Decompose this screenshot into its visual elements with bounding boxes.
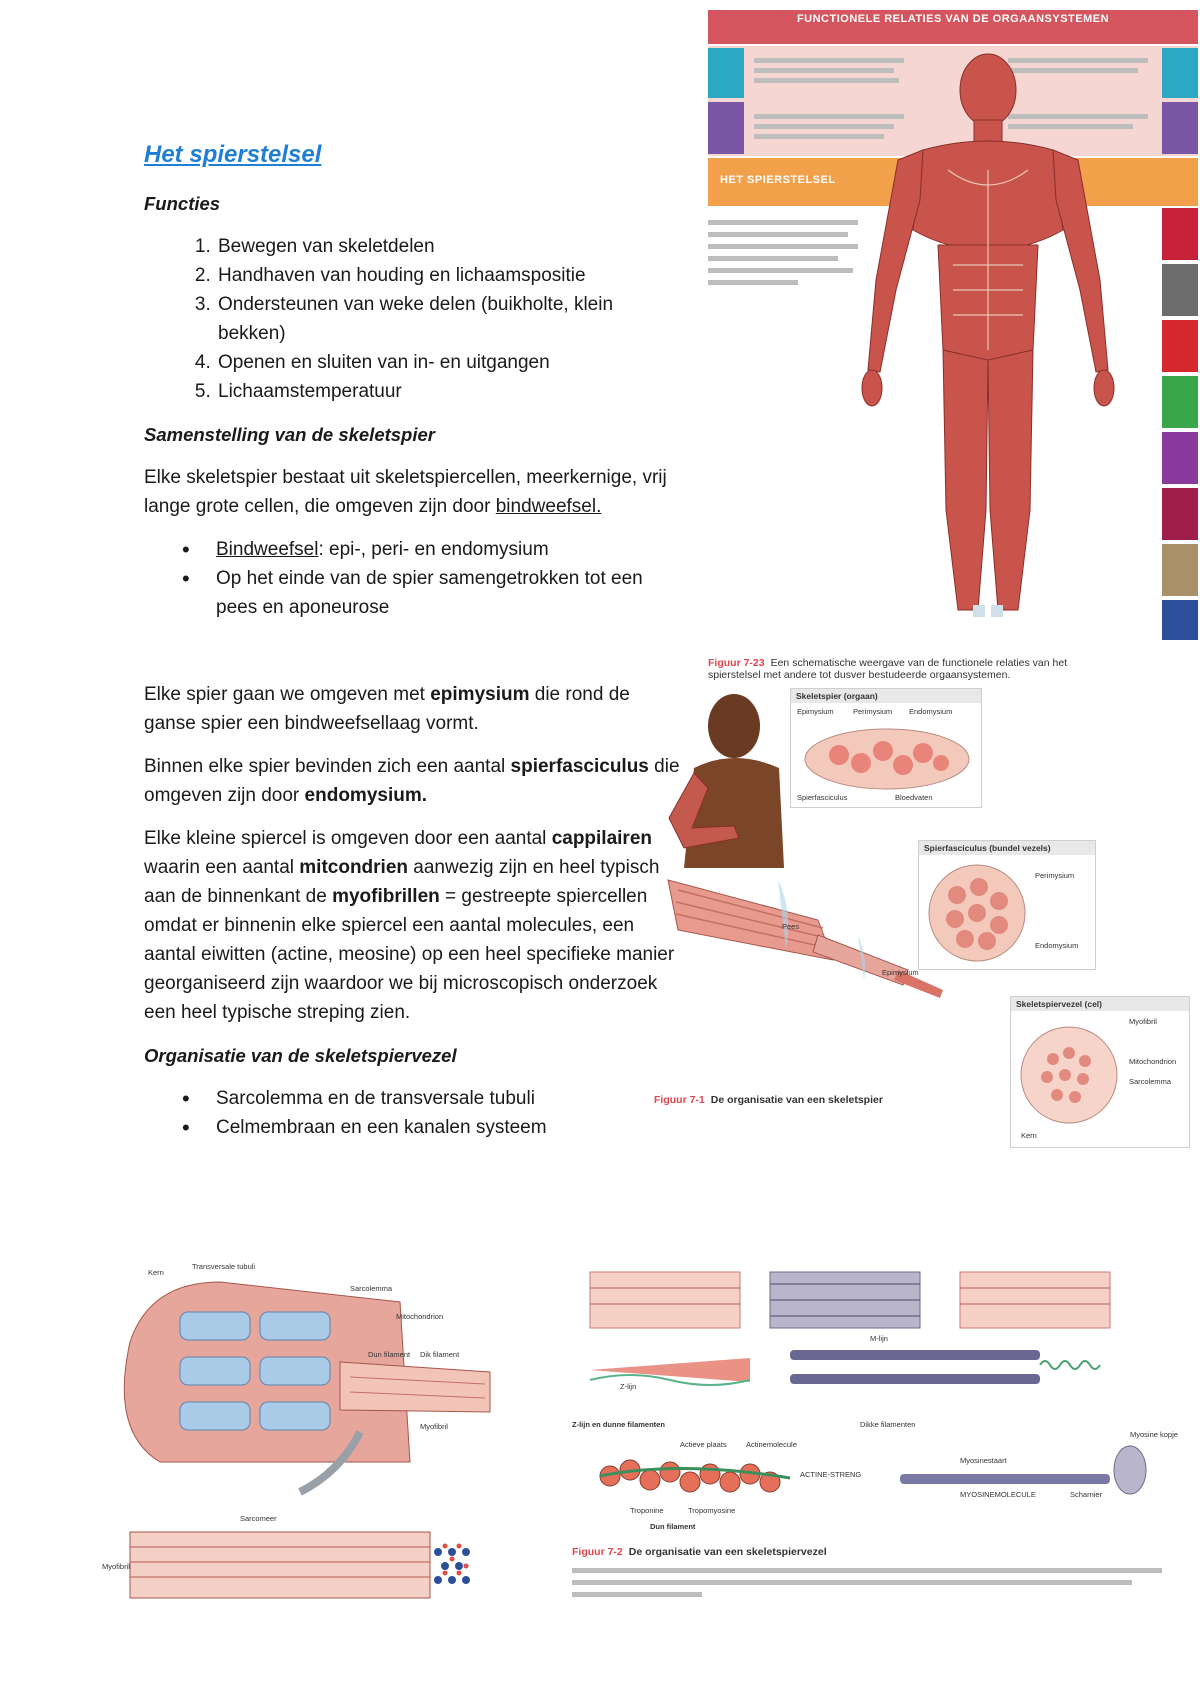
label-myosine-kopje: Myosine kopje [1130, 1430, 1178, 1439]
label-myofibril: Myofibril [1129, 1017, 1157, 1026]
system-tab [1162, 376, 1198, 428]
label-myofibril-2: Myofibril [102, 1562, 130, 1571]
list-item: Ondersteunen van weke delen (buikholte, … [216, 290, 684, 348]
system-tab [708, 48, 744, 98]
label-sarcomeer: Sarcomeer [240, 1514, 277, 1523]
system-tab [708, 102, 744, 154]
list-item: Sarcolemma en de transversale tubuli [182, 1084, 684, 1113]
label-mitochondrion: Mitochondrion [1129, 1057, 1177, 1066]
muscle-fascicle-illustration [667, 879, 943, 998]
label-epimysium: Epimysium [797, 707, 834, 716]
system-tab [1162, 432, 1198, 484]
figure-muscle-fiber-structure: Sarcolemma Mitochondrion Dik filament Du… [100, 1262, 530, 1682]
page-title[interactable]: Het spierstelsel [144, 141, 322, 168]
label-z-lijn: Z-lijn [620, 1382, 637, 1391]
label-m-lijn: M-lijn [870, 1334, 888, 1343]
panel-fascicle: Spierfasciculus (bundel vezels) Perimysi… [918, 840, 1096, 970]
system-tab [1162, 544, 1198, 596]
list-item: Bewegen van skeletdelen [216, 232, 684, 261]
bindweefsel-link[interactable]: bindweefsel. [495, 496, 602, 517]
system-tab [1162, 320, 1198, 372]
system-tab [1162, 264, 1198, 316]
label-troponine: Troponine [630, 1506, 664, 1515]
label-tropomyosine: Tropomyosine [688, 1506, 736, 1515]
label-kern: Kern [1021, 1131, 1037, 1140]
heading-functies: Functies [144, 193, 221, 214]
functies-list: Bewegen van skeletdelen Handhaven van ho… [144, 232, 684, 406]
system-tab [1162, 208, 1198, 260]
paragraph-fasciculus: Binnen elke spier bevinden zich een aant… [144, 756, 680, 806]
label-actine-streng: ACTINE-STRENG [800, 1470, 862, 1479]
list-item: Openen en sluiten van in- en uitgangen [216, 348, 684, 377]
system-tab [1162, 488, 1198, 540]
label-actieve-plaats: Actieve plaats [680, 1440, 727, 1449]
figure-skeletal-fiber-organization: Z-lijn Z-lijn en dunne filamenten M-lijn… [570, 1270, 1200, 1670]
list-item: Bindweefsel: epi-, peri- en endomysium [182, 535, 684, 564]
label-dun-filament: Dun filament [368, 1350, 411, 1359]
label-spierfasciculus: Spierfasciculus [797, 793, 848, 802]
label-pees: Pees [782, 922, 800, 931]
label-endomysium: Endomysium [909, 707, 953, 716]
muscle-body-illustration [861, 53, 1115, 617]
label-perimysium: Perimysium [853, 707, 893, 716]
list-item: Handhaven van houding en lichaamspositie [216, 261, 684, 290]
paragraph-spiercel: Elke kleine spiercel is omgeven door een… [144, 828, 675, 1023]
label-dunne-filamenten: Z-lijn en dunne filamenten [572, 1420, 665, 1429]
panel-muscle-fiber: Skeletspiervezel (cel) Myofibril Mitocho… [1010, 996, 1190, 1148]
fiber-illustration [123, 1281, 491, 1599]
system-tab [1162, 48, 1198, 98]
figure-header: FUNCTIONELE RELATIES VAN DE ORGAANSYSTEM… [708, 10, 1198, 44]
heading-organisatie: Organisatie van de skeletspiervezel [144, 1045, 457, 1066]
label-dik-filament: Dik filament [420, 1350, 460, 1359]
label-mitochondrion: Mitochondrion [396, 1312, 444, 1321]
label-dikke-filamenten: Dikke filamenten [860, 1420, 916, 1429]
figure-functional-relations: FUNCTIONELE RELATIES VAN DE ORGAANSYSTEM… [708, 10, 1198, 650]
paragraph-epimysium: Elke spier gaan we omgeven met epimysium… [144, 684, 630, 734]
paragraph-samenstelling: Elke skeletspier bestaat uit skeletspier… [144, 467, 667, 517]
label-bloedvaten: Bloedvaten [895, 793, 933, 802]
label-kern: Kern [148, 1268, 164, 1277]
bindweefsel-list: Bindweefsel: epi-, peri- en endomysium O… [144, 535, 684, 622]
label-transversale-tubuli: Transversale tubuli [192, 1262, 256, 1271]
label-epimysium-2: Epimysium [882, 968, 919, 977]
label-myofibril: Myofibril [420, 1422, 448, 1431]
filament-illustration [589, 1271, 1147, 1495]
label-perimysium-2: Perimysium [1035, 871, 1075, 880]
label-sarcolemma: Sarcolemma [350, 1284, 393, 1293]
label-myosinemolecule: MYOSINEMOLECULE [960, 1490, 1036, 1499]
organisatie-list: Sarcolemma en de transversale tubuli Cel… [144, 1084, 684, 1142]
label-scharnier: Scharnier [1070, 1490, 1103, 1499]
system-tab [1162, 600, 1198, 640]
system-tab [1162, 102, 1198, 154]
label-sarcolemma: Sarcolemma [1129, 1077, 1172, 1086]
list-item: Celmembraan en een kanalen systeem [182, 1113, 684, 1142]
list-item: Op het einde van de spier samengetrokken… [182, 564, 684, 622]
list-item: Lichaamstemperatuur [216, 377, 684, 406]
label-actinemolecule: Actinemolecule [746, 1440, 797, 1449]
heading-samenstelling: Samenstelling van de skeletspier [144, 424, 435, 445]
text-column: Het spierstelsel Functies Bewegen van sk… [144, 140, 684, 1142]
person-arm-illustration [668, 694, 784, 868]
label-dun-filament: Dun filament [650, 1522, 696, 1531]
figure-skeletal-muscle-organization: Skeletspier (orgaan) Epimysium Perimysiu… [650, 680, 1190, 1150]
label-myosinestaart: Myosinestaart [960, 1456, 1007, 1465]
panel-skeletal-muscle: Skeletspier (orgaan) Epimysium Perimysiu… [790, 688, 982, 808]
label-endomysium-2: Endomysium [1035, 941, 1079, 950]
